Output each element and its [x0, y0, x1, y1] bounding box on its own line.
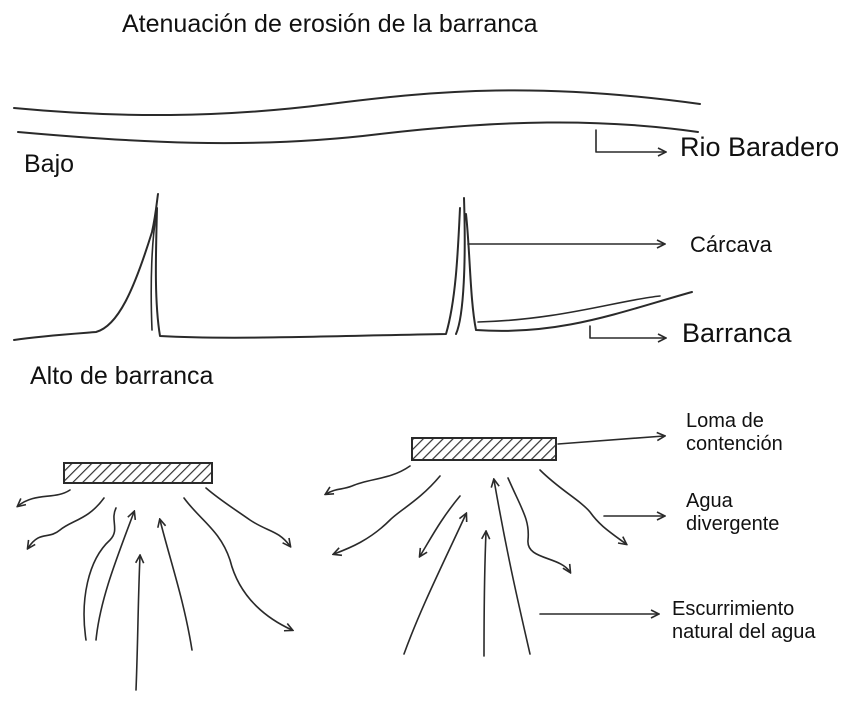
barranca-profile: [13, 193, 693, 341]
label-barranca: Barranca: [682, 318, 792, 348]
label-escurrimiento: Escurrimiento natural del agua: [672, 598, 816, 643]
label-agua-divergente: Agua divergente: [686, 490, 780, 535]
label-bajo: Bajo: [24, 150, 75, 178]
label-alto-de-barranca: Alto de barranca: [30, 362, 214, 390]
rio-baradero-pointer: [595, 129, 665, 152]
loma-pointer: [557, 436, 664, 445]
diagram-title: Atenuación de erosión de la barranca: [122, 10, 538, 38]
label-carcava: Cárcava: [690, 232, 772, 257]
label-rio-baradero: Rio Baradero: [680, 132, 840, 162]
label-loma-de-contencion: Loma de contención: [686, 410, 783, 455]
retention-berm-right: [411, 437, 557, 461]
river-banks: [13, 89, 701, 145]
flow-arrows-right: [326, 465, 626, 657]
retention-berm-left: [63, 462, 213, 484]
barranca-pointer: [589, 325, 665, 338]
flow-arrows-left: [18, 487, 292, 691]
